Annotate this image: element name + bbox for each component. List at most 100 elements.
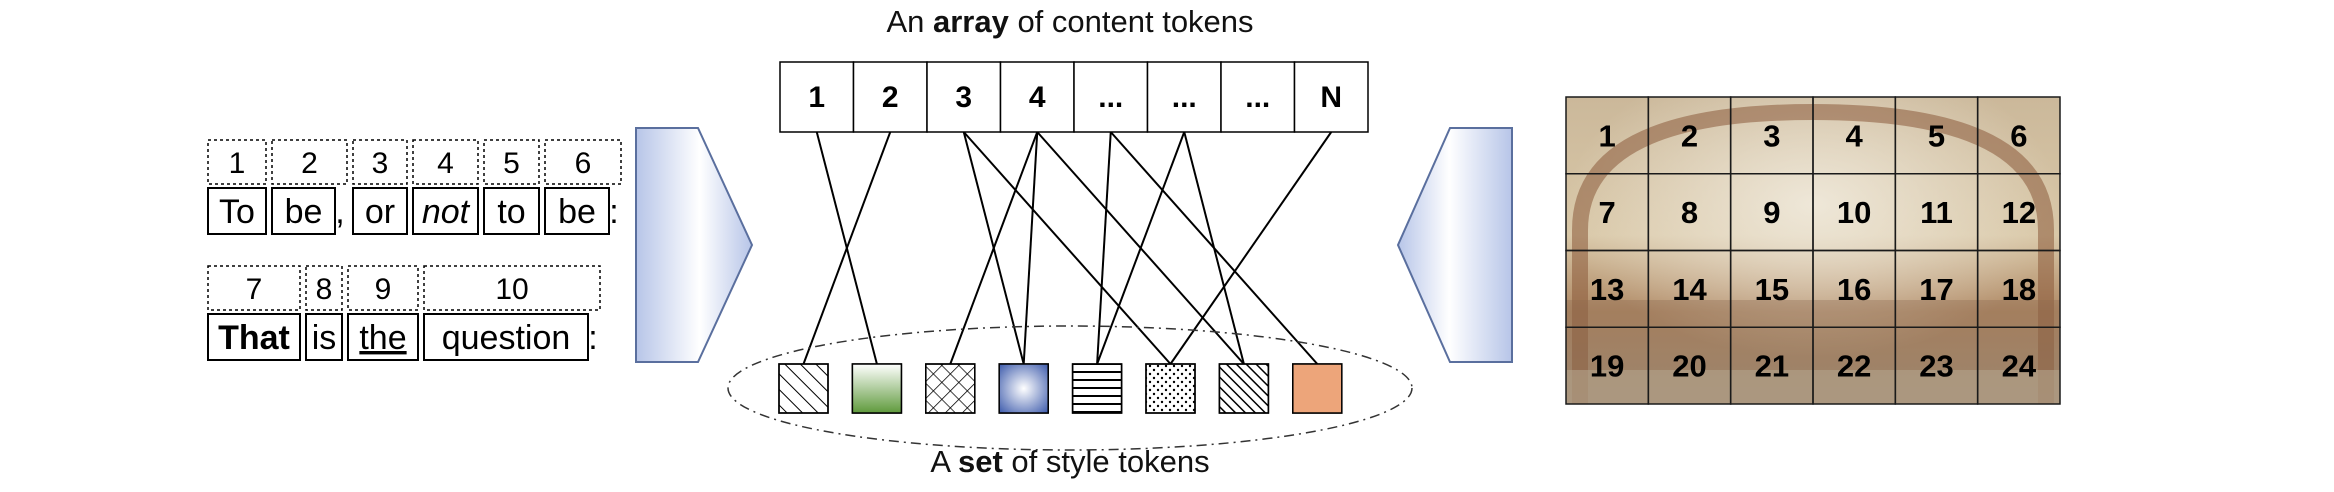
text-token: 5 to: [483, 139, 540, 235]
image-patch: [1976, 326, 2061, 405]
image-patch-label: 10: [1837, 195, 1871, 230]
token-index: 10: [495, 273, 528, 306]
image-patch-label: 8: [1681, 195, 1698, 230]
style-token-set: [778, 363, 1343, 414]
token-index: 2: [301, 147, 318, 180]
image-patch-label: 19: [1590, 349, 1624, 384]
image-patch-label: 18: [2002, 272, 2036, 307]
image-patch-label: 2: [1681, 118, 1698, 153]
content-token-label: ...: [1172, 81, 1197, 114]
crosshatch-icon: [925, 363, 976, 414]
image-patch-label: 1: [1599, 118, 1616, 153]
token-word-box: [305, 313, 343, 361]
token-word-box: [271, 187, 336, 235]
content-token: 3: [926, 61, 1002, 133]
token-punctuation: ,: [335, 193, 344, 231]
image-patch-label: 4: [1846, 118, 1864, 153]
token-word-box: [352, 187, 408, 235]
content-token-box: [852, 61, 928, 133]
content-token: ...: [1220, 61, 1296, 133]
text-token: 4 not: [412, 139, 479, 235]
dense-diagonal-lines-icon: [1218, 363, 1270, 414]
content-token-label: ...: [1098, 81, 1123, 114]
token-word: To: [219, 193, 255, 231]
connection-line: [1096, 131, 1112, 365]
content-token-label: 1: [808, 81, 825, 114]
token-index: 9: [375, 273, 392, 306]
token-word: the: [359, 319, 406, 357]
text-token: 6be:: [544, 139, 622, 235]
content-token: N: [1293, 61, 1369, 133]
image-patch-label: 21: [1755, 349, 1789, 384]
token-word-box: [412, 187, 479, 235]
blue-gradient-icon: [998, 363, 1049, 414]
content-token: 1: [779, 61, 855, 133]
content-token-box: [1146, 61, 1222, 133]
style-set-ellipse: [727, 325, 1413, 451]
content-token-label: N: [1320, 81, 1342, 114]
token-word: is: [312, 319, 337, 357]
token-word: be: [558, 193, 596, 231]
image-patch-label: 5: [1928, 118, 1945, 153]
token-index: 3: [372, 147, 389, 180]
token-index-box: [305, 265, 343, 311]
image-patch-label: 13: [1590, 272, 1624, 307]
token-index-box: [423, 265, 601, 311]
connection-line: [1022, 131, 1039, 365]
token-word: be: [285, 193, 323, 231]
image-arrow-shape: [1396, 127, 1513, 363]
content-token: 2: [852, 61, 928, 133]
token-index: 4: [437, 147, 454, 180]
token-index-box: [544, 139, 622, 185]
image-patch-label: 7: [1599, 195, 1616, 230]
dots-icon: [1145, 363, 1196, 414]
image-patch-label: 20: [1672, 349, 1706, 384]
token-word-box: [423, 313, 589, 361]
text-token: 9 the: [347, 265, 419, 361]
text-token: 8 is: [305, 265, 343, 361]
content-token-label: 4: [1029, 81, 1046, 114]
diagonal-lines-icon: [778, 363, 829, 414]
token-index-box: [412, 139, 479, 185]
token-word-box: [207, 187, 267, 235]
token-punctuation: :: [588, 319, 597, 357]
content-token-array: 1 2 3 4......... N: [779, 61, 1369, 133]
token-word-box: [347, 313, 419, 361]
image-patch-label: 16: [1837, 272, 1871, 307]
token-index: 6: [575, 147, 592, 180]
image-patch-label: 11: [1920, 195, 1953, 230]
text-token: 3 or: [352, 139, 408, 235]
token-index-box: [483, 139, 540, 185]
image-patch-label: 9: [1763, 195, 1780, 230]
content-token-label: 2: [882, 81, 899, 114]
solid-orange-icon: [1292, 363, 1343, 414]
content-token-label: 3: [955, 81, 972, 114]
image-patch-label: 23: [1919, 349, 1953, 384]
content-token: ...: [1073, 61, 1149, 133]
token-word-box: [544, 187, 610, 235]
image-patch-label: 3: [1763, 118, 1780, 153]
connection-line: [963, 131, 1172, 365]
token-word-box: [483, 187, 540, 235]
connection-line: [1169, 131, 1333, 365]
token-index: 5: [503, 147, 520, 180]
content-token-box: [1293, 61, 1369, 133]
content-token-label: ...: [1245, 81, 1270, 114]
token-index: 1: [229, 147, 246, 180]
token-connections: [802, 131, 1333, 365]
token-index: 8: [316, 273, 333, 306]
token-word: to: [497, 193, 525, 231]
green-gradient-icon: [851, 363, 903, 414]
connection-line: [1096, 131, 1186, 365]
token-index-box: [271, 139, 348, 185]
text-arrow-shape: [635, 127, 754, 363]
token-index: 7: [246, 273, 263, 306]
token-word: not: [422, 193, 471, 231]
image-patch-label: 22: [1837, 349, 1871, 384]
content-token: 4: [999, 61, 1075, 133]
token-word: or: [365, 193, 395, 231]
image-patch-label: 17: [1919, 272, 1953, 307]
